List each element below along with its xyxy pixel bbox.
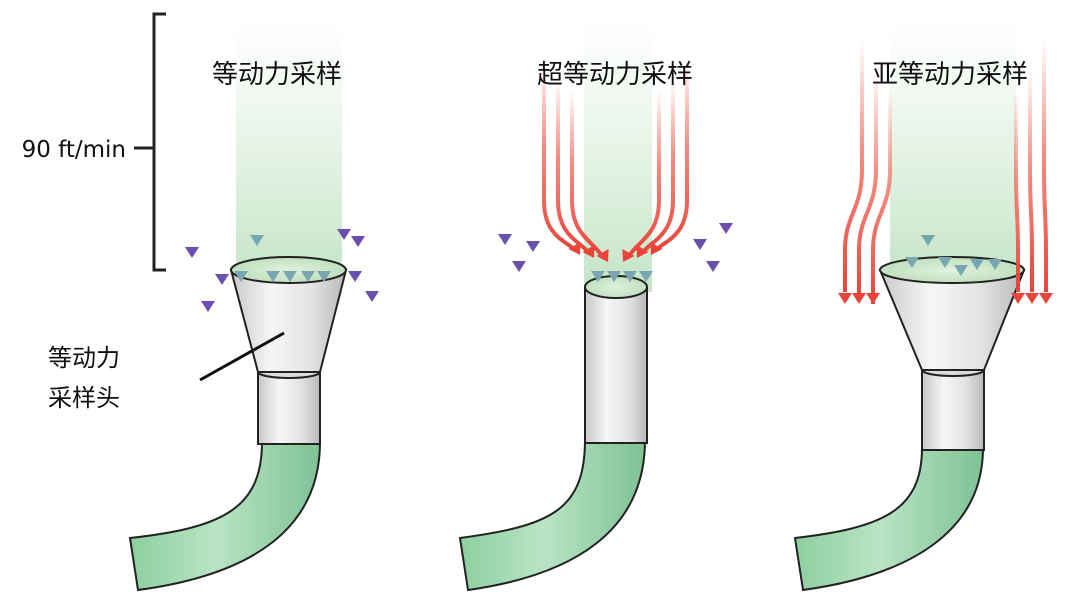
- sampled-flow-arrow: [591, 40, 605, 282]
- diverted-flow-arrow: [852, 70, 878, 304]
- outer-flow-arrow: [185, 40, 199, 258]
- outer-flow-arrow: [719, 20, 733, 234]
- diverted-flow-arrow: [650, 60, 689, 255]
- tube: [458, 439, 647, 592]
- sampled-flow-arrow: [283, 20, 297, 282]
- scale-label: 90 ft/min: [22, 137, 126, 163]
- outer-flow-arrow: [365, 90, 379, 302]
- diverted-flow-arrow: [542, 60, 581, 255]
- probe-pointer: [199, 331, 285, 382]
- probe-mouth: [879, 256, 1025, 284]
- outer-flow-arrow: [706, 40, 720, 272]
- sampled-flow-arrow: [623, 40, 637, 282]
- outer-flow-arrow: [498, 30, 512, 245]
- sampled-flow-arrow: [250, 20, 264, 246]
- sampled-flow-arrow: [607, 20, 621, 282]
- probe-label-line2: 采样头: [48, 384, 120, 412]
- diverted-flow-arrow: [1039, 40, 1053, 304]
- sampled-flow-arrow: [970, 30, 984, 270]
- sampled-flow-arrow: [301, 30, 315, 282]
- outer-flow-arrow: [526, 70, 540, 252]
- panel-title: 等动力采样: [212, 60, 342, 90]
- panel-superisokinetic: 超等动力采样: [458, 20, 733, 592]
- diverted-flow-arrow: [866, 90, 892, 304]
- sampled-flow-arrow: [317, 20, 331, 282]
- panel-isokinetic: 等动力采样: [128, 20, 379, 592]
- panel-title: 超等动力采样: [537, 60, 693, 90]
- sampled-flow-arrow: [938, 20, 952, 268]
- probe-superisokinetic: [584, 275, 648, 444]
- sampled-flow-arrow: [639, 30, 653, 282]
- panel-title: 亚等动力采样: [872, 60, 1028, 90]
- sampled-flow-arrow: [905, 30, 919, 268]
- outer-flow-arrow: [337, 20, 351, 240]
- diverted-flow-arrow: [556, 80, 595, 258]
- outer-flow-arrow: [512, 50, 526, 272]
- sampled-flow-arrow: [266, 40, 280, 282]
- outer-flow-arrow: [215, 60, 229, 285]
- probe-subisokinetic: [878, 256, 1026, 451]
- probe-label-line1: 等动力: [48, 344, 120, 372]
- probe-isokinetic: [229, 256, 348, 445]
- panel-subisokinetic: 亚等动力采样: [793, 20, 1053, 592]
- diverted-flow-arrow: [838, 40, 864, 304]
- tube: [128, 441, 322, 592]
- diverted-flow-arrow: [1011, 90, 1025, 304]
- outer-flow-arrow: [348, 50, 362, 282]
- scale-bracket: [134, 12, 166, 272]
- sampled-flow-arrow: [921, 50, 935, 246]
- outer-flow-arrow: [201, 80, 215, 312]
- outer-flow-arrow: [693, 60, 707, 250]
- sampled-flow-arrow: [234, 30, 248, 282]
- diverted-flow-arrow: [1025, 70, 1039, 304]
- probe-mouth: [584, 275, 648, 299]
- sampled-flow-arrow: [954, 40, 968, 276]
- sampled-flow-arrow: [988, 20, 1002, 270]
- tube: [793, 447, 985, 592]
